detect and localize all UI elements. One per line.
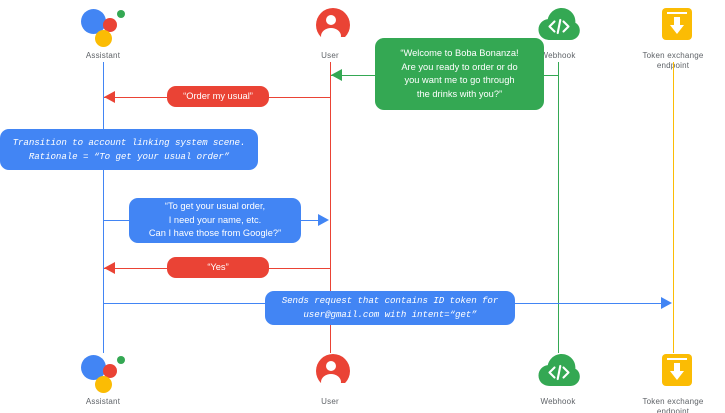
- actor-user-bottom: User: [270, 350, 390, 407]
- actor-webhook-top: Webhook: [498, 4, 618, 61]
- user-head: [326, 15, 336, 25]
- lifeline-user: [329, 62, 331, 353]
- actor-assistant-top: Assistant: [43, 4, 163, 61]
- actor-endpoint-top: Token exchange endpoint: [613, 4, 725, 71]
- actor-label-endpoint-bottom-line2: endpoint: [656, 407, 690, 413]
- transition-line-2: Rationale = “To get your usual order”: [28, 150, 230, 162]
- assistant-dot-yellow: [95, 30, 112, 47]
- message-bubble-order-my-usual: “Order my usual”: [167, 86, 269, 107]
- ask-for-name-line-1: “To get your usual order,: [164, 201, 266, 212]
- message-arrowhead-sends-request: [661, 297, 672, 309]
- lifeline-webhook: [557, 62, 559, 353]
- actor-label-endpoint-line1: Token exchange: [642, 51, 704, 60]
- user-head-bottom: [326, 361, 336, 371]
- actor-label-user-bottom: User: [321, 397, 339, 406]
- google-assistant-icon: [79, 4, 127, 48]
- assistant-dot-blue-bottom: [81, 355, 106, 380]
- actor-webhook-bottom: Webhook: [498, 350, 618, 407]
- assistant-dot-red: [103, 18, 117, 32]
- assistant-dot-yellow-bottom: [95, 376, 112, 393]
- assistant-dot-green-bottom: [117, 356, 125, 364]
- user-mask: [314, 37, 352, 49]
- transition-line-1: Transition to account linking system sce…: [12, 136, 246, 148]
- lifeline-endpoint: [672, 62, 674, 353]
- message-arrowhead-yes: [104, 262, 115, 274]
- endpoint-notch: [667, 12, 687, 14]
- message-bubble-welcome: “Welcome to Boba Bonanza! Are you ready …: [375, 38, 544, 110]
- endpoint-arrow-stem-bottom: [674, 363, 680, 373]
- actor-label-assistant-bottom: Assistant: [85, 397, 121, 406]
- assistant-dot-green: [117, 10, 125, 18]
- assistant-dot-blue: [81, 9, 106, 34]
- actor-label-endpoint-line2: endpoint: [613, 61, 725, 71]
- google-assistant-icon-bottom: [79, 350, 127, 394]
- endpoint-notch-bottom: [667, 358, 687, 360]
- cloud-code-icon-bottom: [534, 350, 582, 394]
- endpoint-arrow-head-bottom: [670, 371, 684, 380]
- actor-label-assistant: Assistant: [85, 51, 121, 60]
- welcome-line-1: “Welcome to Boba Bonanza!: [400, 48, 519, 58]
- sends-request-line-1: Sends request that contains ID token for: [281, 295, 499, 306]
- sends-request-line-2: user@gmail.com with intent=“get”: [303, 309, 477, 320]
- welcome-line-3: you want me to go through: [404, 75, 515, 85]
- welcome-line-2: Are you ready to order or do: [401, 61, 518, 72]
- message-bubble-sends-request: Sends request that contains ID token for…: [265, 291, 515, 325]
- download-box-icon-bottom: [649, 350, 697, 394]
- message-arrowhead-order-my-usual: [104, 91, 115, 103]
- welcome-line-4: the drinks with you?”: [416, 88, 503, 99]
- actor-assistant-bottom: Assistant: [43, 350, 163, 407]
- order-my-usual-text: “Order my usual”: [183, 90, 253, 101]
- lifeline-assistant: [102, 62, 104, 353]
- message-bubble-ask-for-name: “To get your usual order, I need your na…: [129, 198, 301, 243]
- cloud-code-svg-bottom: [538, 354, 580, 386]
- actor-endpoint-bottom: Token exchange endpoint: [613, 350, 725, 413]
- actor-label-webhook: Webhook: [540, 51, 576, 60]
- cloud-code-icon: [534, 4, 582, 48]
- ask-for-name-line-3: Can I have those from Google?”: [148, 228, 282, 239]
- assistant-dot-red-bottom: [103, 364, 117, 378]
- actor-label-webhook-bottom: Webhook: [540, 397, 576, 406]
- user-avatar-icon-bottom: [306, 350, 354, 395]
- message-arrowhead-welcome: [331, 69, 342, 81]
- user-mask-bottom: [314, 383, 352, 395]
- endpoint-arrow-stem: [674, 17, 680, 27]
- message-arrowhead-ask-for-name: [318, 214, 329, 226]
- ask-for-name-line-2: I need your name, etc.: [168, 214, 262, 225]
- note-bubble-transition: Transition to account linking system sce…: [0, 129, 258, 170]
- actor-label-endpoint-bottom-line1: Token exchange: [642, 397, 704, 406]
- user-avatar-icon: [306, 4, 354, 49]
- download-box-icon: [649, 4, 697, 48]
- actor-user-top: User: [270, 4, 390, 61]
- yes-text: “Yes”: [207, 261, 229, 272]
- cloud-code-svg: [538, 8, 580, 40]
- actor-label-user: User: [321, 51, 339, 60]
- endpoint-arrow-head: [670, 25, 684, 34]
- message-bubble-yes: “Yes”: [167, 257, 269, 278]
